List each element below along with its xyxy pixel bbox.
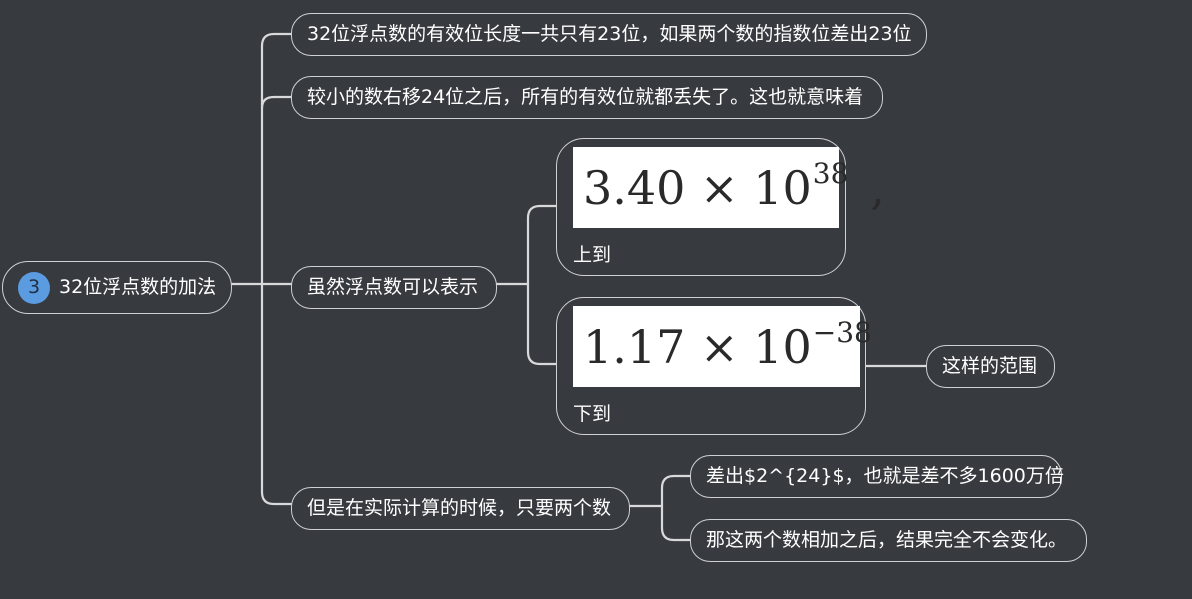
node-n4-b[interactable]: 那这两个数相加之后，结果完全不会变化。	[690, 519, 1087, 562]
formula-upper-base: 3.40 × 10	[583, 160, 812, 215]
link-trunk	[260, 32, 293, 506]
lower-caption: 下到	[573, 403, 612, 425]
formula-upper-tail: ,	[870, 160, 886, 215]
formula-lower-base: 1.17 × 10	[583, 319, 812, 374]
node-n4-label: 但是在实际计算的时候，只要两个数	[307, 497, 612, 519]
node-range-label: 这样的范围	[942, 355, 1038, 377]
node-range[interactable]: 这样的范围	[926, 345, 1055, 388]
node-n3[interactable]: 虽然浮点数可以表示	[291, 266, 497, 309]
formula-lower-exp: −38	[812, 315, 872, 349]
link-n4-trunk	[660, 474, 692, 542]
root-badge: 3	[18, 271, 50, 304]
upper-caption: 上到	[573, 244, 612, 266]
formula-lower: 1.17 × 10−38	[573, 306, 872, 387]
root-label: 32位浮点数的加法	[59, 276, 217, 298]
node-n2-label: 较小的数右移24位之后，所有的有效位就都丢失了。这也就意味着	[307, 86, 864, 108]
node-n3-label: 虽然浮点数可以表示	[307, 276, 479, 298]
node-n4-a[interactable]: 差出$2^{24}$，也就是差不多1600万倍	[690, 455, 1064, 498]
node-n4[interactable]: 但是在实际计算的时候，只要两个数	[291, 487, 630, 530]
node-n3-lower[interactable]: 1.17 × 10−38 下到	[556, 297, 872, 435]
link-n2	[260, 95, 293, 110]
node-n2[interactable]: 较小的数右移24位之后，所有的有效位就都丢失了。这也就意味着	[291, 76, 883, 119]
node-n4-b-label: 那这两个数相加之后，结果完全不会变化。	[706, 529, 1068, 551]
root-node[interactable]: 3 32位浮点数的加法	[2, 261, 232, 314]
formula-upper-exp: 38	[812, 156, 849, 190]
link-n3-trunk	[526, 204, 558, 366]
node-n4-a-label: 差出$2^{24}$，也就是差不多1600万倍	[706, 465, 1064, 487]
node-n1[interactable]: 32位浮点数的有效位长度一共只有23位，如果两个数的指数位差出23位	[291, 13, 927, 56]
node-n1-label: 32位浮点数的有效位长度一共只有23位，如果两个数的指数位差出23位	[307, 23, 912, 45]
